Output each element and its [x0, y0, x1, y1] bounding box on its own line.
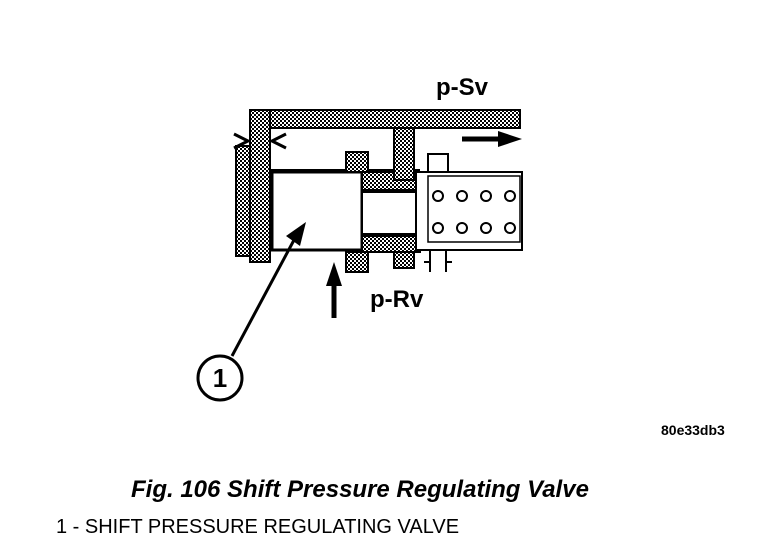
- orifice-marker-icon: [233, 132, 287, 150]
- valve-stem: [361, 171, 421, 253]
- callout-leader-arrow: [230, 222, 306, 357]
- legend-item: 1 - SHIFT PRESSURE REGULATING VALVE: [56, 516, 460, 538]
- regulated-flow-arrow-icon: [326, 262, 342, 318]
- callout-number: 1: [212, 363, 228, 393]
- solenoid-housing: [415, 153, 523, 272]
- left-housing-wall: [235, 109, 398, 263]
- valve-lands: [345, 127, 415, 273]
- callout-circle: [196, 354, 244, 402]
- supply-pressure-label: p-Sv: [436, 74, 489, 101]
- valve-spool-piston: [270, 170, 364, 252]
- figure-caption: Fig. 106 Shift Pressure Regulating Valve: [131, 476, 589, 503]
- regulated-pressure-label: p-Rv: [370, 286, 424, 313]
- reference-code: 80e33db3: [661, 422, 725, 438]
- supply-flow-arrow-icon: [462, 131, 522, 147]
- spring-coils: [432, 190, 516, 234]
- supply-passage: [249, 109, 521, 129]
